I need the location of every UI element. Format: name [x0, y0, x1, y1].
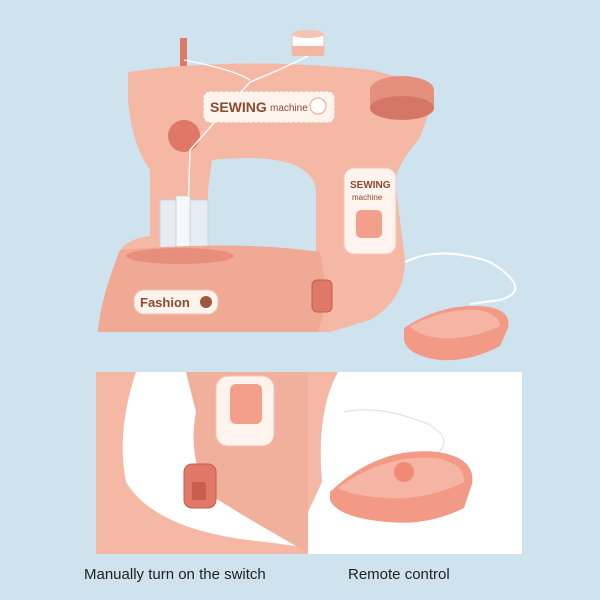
detail-panel-switch — [96, 372, 310, 554]
brand-text: SEWING — [210, 99, 267, 115]
power-cord — [404, 252, 517, 305]
remote-closeup-image — [308, 372, 473, 523]
tension-knob — [168, 120, 200, 152]
switch-closeup-image — [96, 372, 310, 554]
fashion-text: Fashion — [140, 295, 190, 310]
side-badge: SEWING machine — [343, 167, 397, 255]
fashion-label: Fashion — [133, 289, 219, 315]
caption-switch: Manually turn on the switch — [84, 566, 266, 583]
caption-remote: Remote control — [348, 566, 450, 583]
foot-pedal — [404, 305, 509, 361]
presser-foot — [159, 195, 209, 253]
detail-panel-remote — [308, 372, 522, 554]
spool-pin — [180, 38, 187, 68]
thread-spool — [291, 30, 325, 56]
badge-text: SEWING — [350, 180, 391, 191]
badge-subtext: machine — [352, 193, 383, 202]
brand-subtext: machine — [270, 103, 308, 114]
machine-throat — [208, 158, 316, 258]
brand-label: SEWING machine — [203, 91, 335, 123]
power-switch — [311, 279, 333, 313]
thread-line — [183, 55, 309, 211]
handwheel — [370, 76, 434, 120]
